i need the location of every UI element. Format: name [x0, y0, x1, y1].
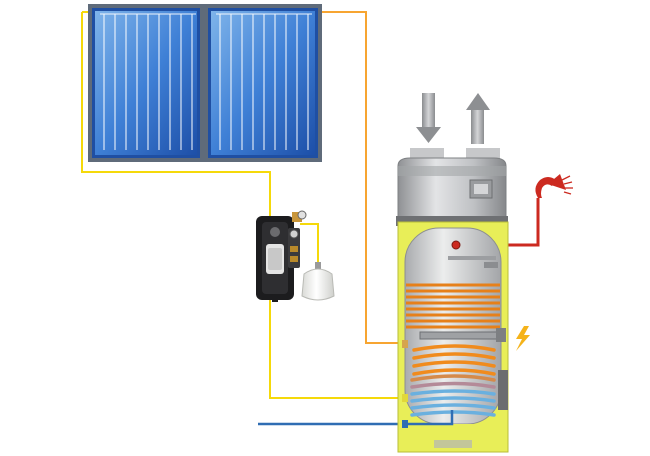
solar-collector-right — [204, 4, 322, 162]
side-flange — [402, 340, 508, 428]
solar-return-pipe — [81, 12, 404, 399]
vessel-pipe — [300, 223, 319, 262]
air-exhaust-arrow — [466, 93, 490, 144]
hot-water-outlet — [448, 240, 498, 268]
solar-flow-pipe — [322, 11, 402, 344]
pump-station — [256, 216, 300, 302]
heat-pump-unit — [396, 148, 508, 226]
solar-heat-exchanger-coil — [410, 344, 496, 417]
cold-water-inlet — [404, 410, 454, 426]
electric-heater — [419, 328, 506, 342]
solar-collector-left — [88, 4, 204, 162]
lightning-icon — [516, 326, 530, 351]
heat-pump-condenser-coil — [406, 283, 500, 329]
safety-valve — [292, 210, 307, 222]
shower-head-icon — [535, 174, 573, 198]
expansion-vessel — [301, 262, 335, 301]
air-intake-arrow — [416, 93, 441, 143]
